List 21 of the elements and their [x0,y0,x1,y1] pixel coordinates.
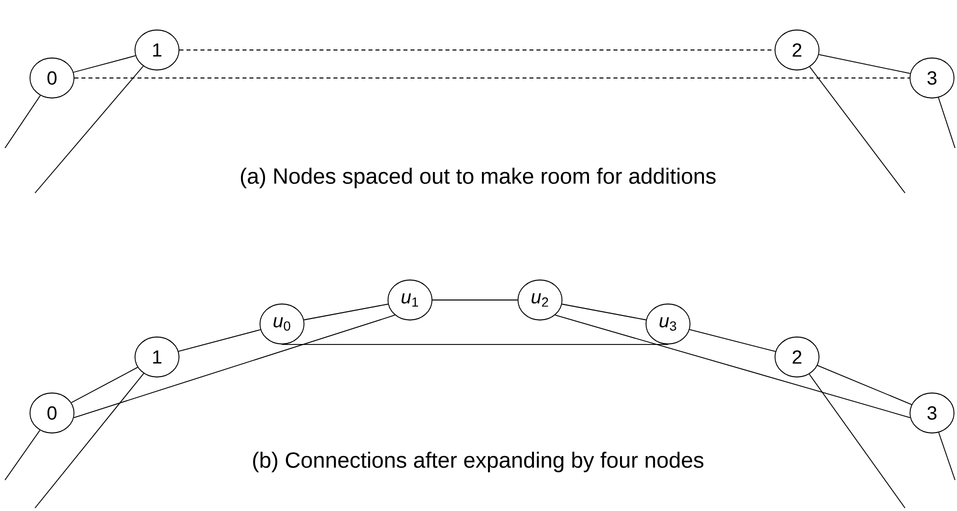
connector-line [73,314,396,418]
connector-line [808,374,906,508]
connector-line [4,95,41,148]
connector-line [689,329,776,352]
connector-line [817,365,912,405]
connector-line [70,366,138,404]
connector-line [554,314,911,418]
caption: (b) Connections after expanding by four nodes [253,452,704,472]
connector-line [34,373,144,508]
connector-line [938,432,956,480]
connector-line [178,329,261,352]
connector-line [73,55,136,73]
connector-line [4,430,40,480]
connector-line [282,344,668,345]
caption: (a) Nodes spaced out to make room for additions [240,168,716,188]
connector-line [818,54,911,74]
connector-line [938,97,956,148]
connector-line [304,304,388,320]
connector-line [34,66,144,194]
connector-line [809,66,906,194]
connector-line [562,304,646,320]
